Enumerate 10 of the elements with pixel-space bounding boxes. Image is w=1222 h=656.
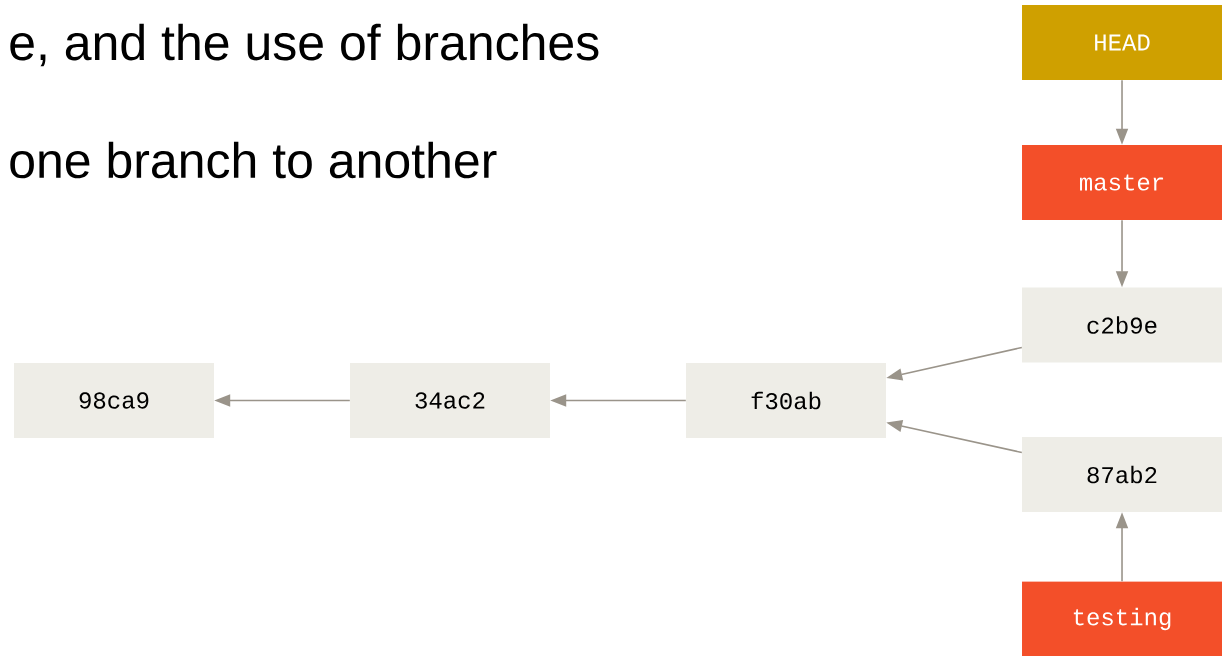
commit-box: 34ac2 <box>350 363 550 438</box>
commit-box: f30ab <box>686 363 886 438</box>
pointer-box: HEAD <box>1022 5 1222 80</box>
slide-text: e, and the use of branches <box>10 23 599 67</box>
commit-box: 98ca9 <box>14 363 214 438</box>
commit-box: c2b9e <box>1022 287 1222 363</box>
commit-box: 87ab2 <box>1022 437 1222 512</box>
branch-box: master <box>1022 145 1222 220</box>
slide-text: one branch to another <box>10 141 497 179</box>
branch-box: testing <box>1022 581 1222 656</box>
